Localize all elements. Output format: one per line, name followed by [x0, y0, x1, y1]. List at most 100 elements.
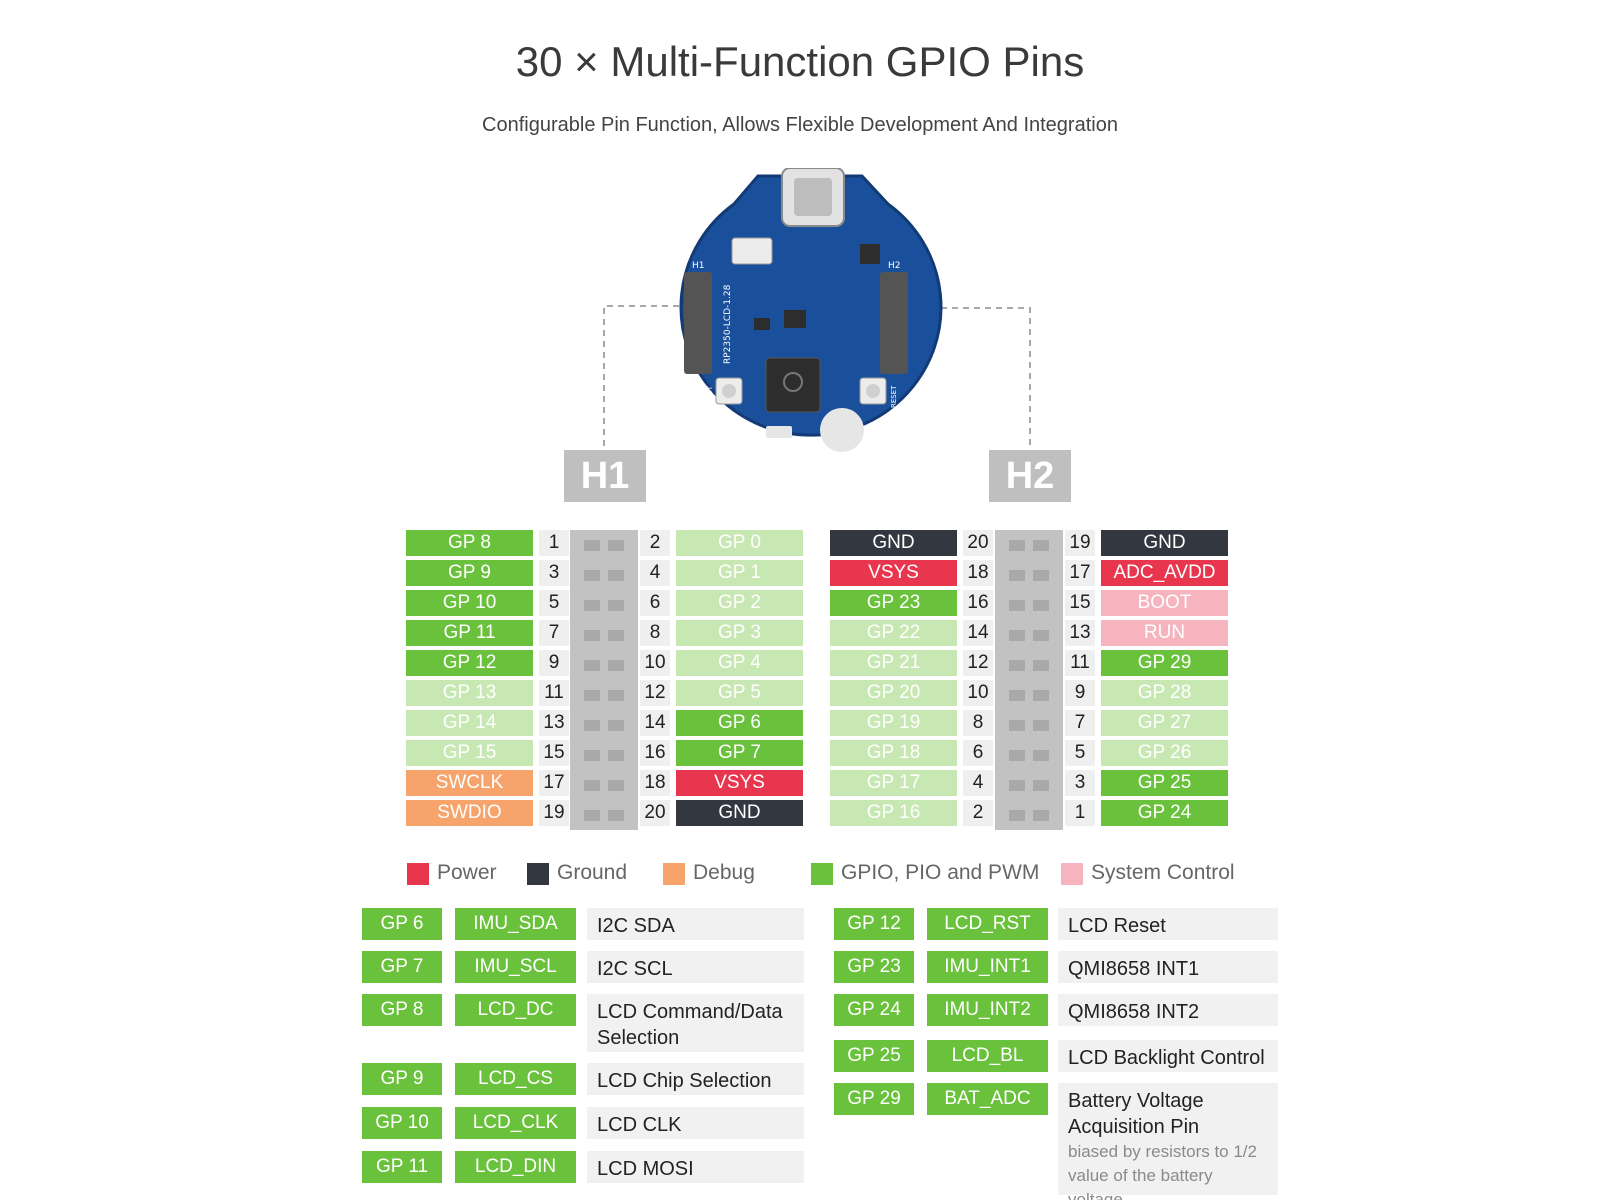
h1-pin-number: 12 [640, 680, 670, 706]
function-description-text: LCD MOSI [597, 1158, 694, 1180]
h2-pin-number: 3 [1065, 770, 1095, 796]
function-gpio-badge: GP 25 [834, 1040, 914, 1072]
page-subtitle: Configurable Pin Function, Allows Flexib… [482, 114, 1118, 136]
battery-pad-icon [820, 408, 864, 452]
h1-pin-number: 1 [539, 530, 569, 556]
h2-pin-right: GP 27 [1101, 710, 1228, 736]
board-illustration: H1 H2 RP2350-LCD-1.28 BOOT RESET [679, 168, 943, 452]
legend-swatch [663, 863, 685, 885]
h1-pin-number: 5 [539, 590, 569, 616]
header-pin-hole [1033, 660, 1049, 671]
h2-pin-right: GP 26 [1101, 740, 1228, 766]
function-gpio-badge: GP 11 [362, 1151, 442, 1183]
h2-pin-number: 12 [963, 650, 993, 676]
function-description-text: LCD Chip Selection [597, 1070, 772, 1092]
h1-pin-left: GP 9 [406, 560, 533, 586]
header-pin-hole [608, 630, 624, 641]
function-description: I2C SDA [587, 908, 804, 940]
header-pin-hole [1033, 810, 1049, 821]
h2-pin-left: GP 22 [830, 620, 957, 646]
h2-pin-right: GP 25 [1101, 770, 1228, 796]
h1-pin-number: 14 [640, 710, 670, 736]
page-title: 30 × Multi-Function GPIO Pins [515, 38, 1085, 85]
h1-pin-left: SWCLK [406, 770, 533, 796]
header-pin-hole [608, 540, 624, 551]
header-pin-hole [608, 690, 624, 701]
function-gpio-badge: GP 10 [362, 1107, 442, 1139]
function-description-text: QMI8658 INT1 [1068, 958, 1200, 980]
h2-pin-left: VSYS [830, 560, 957, 586]
h2-pin-right: GP 24 [1101, 800, 1228, 826]
function-gpio-badge: GP 6 [362, 908, 442, 940]
header-pin-hole [608, 660, 624, 671]
h1-pin-right: GP 1 [676, 560, 803, 586]
board-silk-reset: RESET [890, 385, 898, 408]
function-signal-badge: LCD_CLK [455, 1107, 576, 1139]
h2-pin-right: ADC_AVDD [1101, 560, 1228, 586]
function-description: QMI8658 INT1 [1058, 951, 1278, 983]
h1-pin-number: 17 [539, 770, 569, 796]
h1-pin-number: 9 [539, 650, 569, 676]
header-pin-hole [1009, 690, 1025, 701]
function-description-text: Battery Voltage Acquisition Pin [1068, 1090, 1204, 1138]
h1-pin-right: VSYS [676, 770, 803, 796]
header-pin-hole [608, 600, 624, 611]
legend-label: Power [437, 861, 497, 884]
h2-pin-number: 14 [963, 620, 993, 646]
function-gpio-badge: GP 12 [834, 908, 914, 940]
function-description-text: LCD CLK [597, 1114, 682, 1136]
board-silk-model: RP2350-LCD-1.28 [723, 284, 733, 364]
h2-pin-number: 1 [1065, 800, 1095, 826]
header-pin-hole [1033, 690, 1049, 701]
h1-header-pins-icon [684, 272, 712, 374]
header-pin-hole [1009, 570, 1025, 581]
h1-pin-number: 6 [640, 590, 670, 616]
h1-header-strip [570, 530, 638, 830]
header-pin-hole [1033, 540, 1049, 551]
h2-pin-number: 7 [1065, 710, 1095, 736]
header-pin-hole [584, 810, 600, 821]
header-pin-hole [1009, 720, 1025, 731]
header-pin-hole [584, 780, 600, 791]
h1-pin-left: GP 13 [406, 680, 533, 706]
h2-header-strip [995, 530, 1063, 830]
h2-pin-number: 16 [963, 590, 993, 616]
h1-pin-number: 13 [539, 710, 569, 736]
header-pin-hole [1009, 810, 1025, 821]
board-silk-boot: BOOT [706, 385, 714, 406]
h1-pin-right: GP 7 [676, 740, 803, 766]
header-pin-hole [584, 690, 600, 701]
function-gpio-badge: GP 9 [362, 1063, 442, 1095]
h2-pin-right: GP 29 [1101, 650, 1228, 676]
battery-connector-icon [731, 237, 773, 265]
h2-pin-number: 11 [1065, 650, 1095, 676]
h2-pin-right: GND [1101, 530, 1228, 556]
legend-swatch [811, 863, 833, 885]
h1-pin-left: GP 14 [406, 710, 533, 736]
header-pin-hole [608, 780, 624, 791]
h1-pin-number: 4 [640, 560, 670, 586]
h2-pin-number: 19 [1065, 530, 1095, 556]
h1-pin-number: 2 [640, 530, 670, 556]
header-pin-hole [1033, 720, 1049, 731]
function-description: QMI8658 INT2 [1058, 994, 1278, 1026]
h1-pin-right: GP 3 [676, 620, 803, 646]
h2-pin-left: GND [830, 530, 957, 556]
h2-pin-left: GP 20 [830, 680, 957, 706]
header-pin-hole [1033, 600, 1049, 611]
h1-pin-left: GP 11 [406, 620, 533, 646]
legend-label: GPIO, PIO and PWM [841, 861, 1040, 884]
function-signal-badge: LCD_BL [927, 1040, 1048, 1072]
h1-pin-number: 15 [539, 740, 569, 766]
board-silk-h1: H1 [692, 261, 705, 271]
header-pin-hole [1009, 780, 1025, 791]
h1-pin-right: GP 4 [676, 650, 803, 676]
header-pin-hole [584, 630, 600, 641]
legend-swatch [527, 863, 549, 885]
header-pin-hole [584, 750, 600, 761]
h1-pin-right: GP 0 [676, 530, 803, 556]
function-description-text: QMI8658 INT2 [1068, 1001, 1200, 1023]
function-description: LCD Chip Selection [587, 1063, 804, 1095]
h2-pin-left: GP 23 [830, 590, 957, 616]
